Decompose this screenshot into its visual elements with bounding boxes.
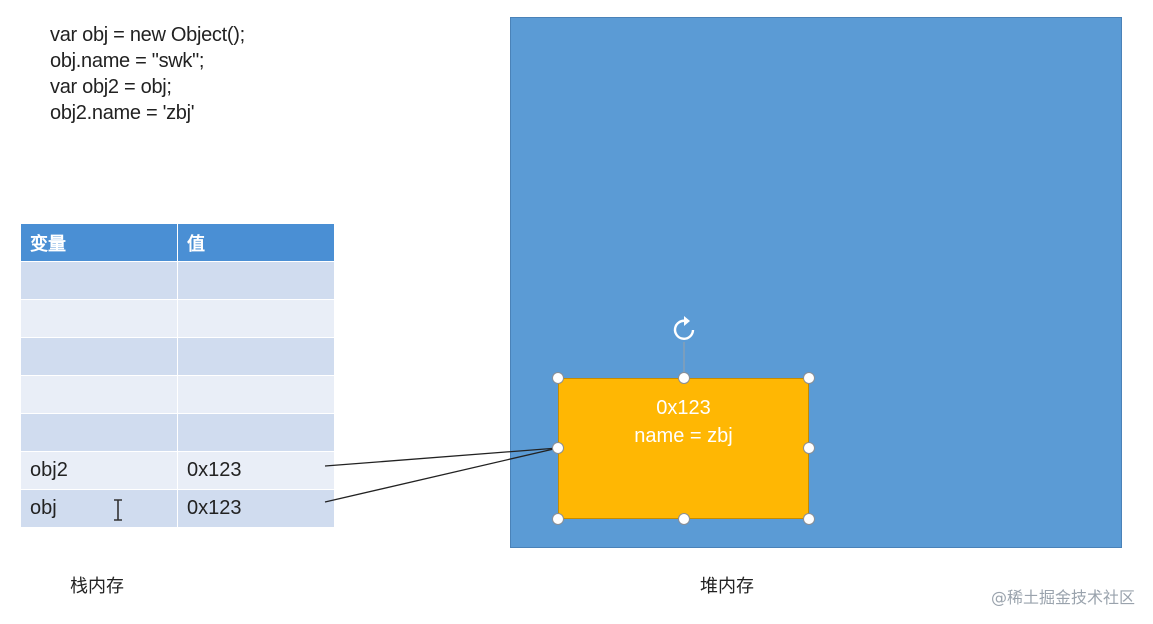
cell-variable [21, 262, 178, 299]
table-row-obj2: obj2 0x123 [21, 452, 334, 490]
code-block: var obj = new Object(); obj.name = "swk"… [50, 22, 245, 126]
code-line-4: obj2.name = 'zbj' [50, 102, 195, 124]
stack-table-header: 变量 值 [21, 224, 334, 262]
header-value: 值 [178, 224, 334, 261]
cell-variable [21, 300, 178, 337]
cell-value-obj: 0x123 [178, 490, 334, 527]
object-property: name = zbj [634, 425, 733, 447]
table-row [21, 338, 334, 376]
cell-value [178, 300, 334, 337]
stack-label: 栈内存 [70, 576, 124, 597]
cell-variable-obj: obj [21, 490, 178, 527]
cell-value [178, 262, 334, 299]
table-row [21, 414, 334, 452]
cell-value [178, 376, 334, 413]
table-row-obj: obj 0x123 [21, 490, 334, 528]
header-variable: 变量 [21, 224, 178, 261]
cell-variable [21, 338, 178, 375]
cell-variable [21, 376, 178, 413]
cell-variable-obj2: obj2 [21, 452, 178, 489]
heap-object-box[interactable]: 0x123 name = zbj [558, 378, 809, 519]
code-line-1: var obj = new Object(); [50, 24, 245, 46]
cell-value-obj2: 0x123 [178, 452, 334, 489]
heap-label: 堆内存 [700, 576, 754, 597]
cell-value [178, 338, 334, 375]
table-row [21, 262, 334, 300]
cell-variable [21, 414, 178, 451]
cell-value [178, 414, 334, 451]
table-row [21, 376, 334, 414]
object-address: 0x123 [656, 397, 711, 419]
text-cursor-icon [114, 499, 122, 521]
code-line-3: var obj2 = obj; [50, 76, 172, 98]
watermark: @稀土掘金技术社区 [990, 588, 1135, 607]
table-row [21, 300, 334, 338]
code-line-2: obj.name = "swk"; [50, 50, 205, 72]
stack-table: 变量 值 obj2 0x123 obj 0x123 [21, 224, 334, 528]
